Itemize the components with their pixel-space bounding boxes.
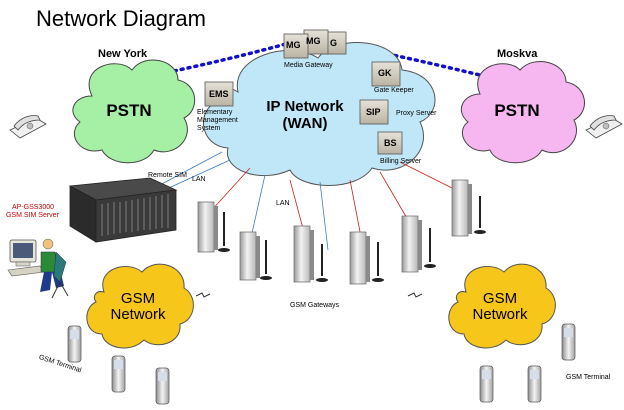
- gsm-gateways-label: GSM Gateways: [290, 302, 340, 309]
- gateway-links: [157, 151, 457, 251]
- lan-label-1: LAN: [192, 176, 206, 183]
- billing-server-label: Billing Server: [380, 158, 422, 165]
- sip-server-box: [359, 99, 389, 125]
- ems-server-box: [204, 81, 234, 107]
- media-gateway-label: Media Gateway: [284, 62, 333, 69]
- mobile-handset-icon: [155, 367, 170, 405]
- mg-box-label-1: MG: [286, 40, 301, 50]
- gsm-left-label-line1: GSM: [120, 290, 156, 307]
- telephone-icon: [9, 115, 47, 139]
- ip-network-wan-label: (WAN): [282, 115, 328, 132]
- ems-description-line1: Elementary: [197, 109, 233, 116]
- city-label-right: Moskva: [497, 48, 538, 60]
- mobile-handset-icon: [527, 365, 542, 403]
- gsm-terminal-right-label: GSM Terminal: [566, 374, 611, 381]
- pstn-cloud-left: [72, 59, 196, 164]
- gsm-gateway-icon: [451, 179, 486, 237]
- gsm-gateway-icon: [349, 231, 384, 285]
- city-label-left: New York: [98, 48, 148, 60]
- remote-sim-label: Remote SIM: [148, 172, 187, 179]
- proxy-server-label: Proxy Server: [396, 110, 437, 117]
- gsm-gateway-icon: [293, 225, 328, 283]
- lan-label-2: LAN: [276, 200, 290, 207]
- gate-keeper-label: Gate Keeper: [374, 87, 414, 94]
- gsm-gateway-icon: [401, 215, 436, 273]
- pstn-cloud-right: [460, 61, 585, 164]
- gsm-left-label-line2: Network: [110, 306, 166, 323]
- sim-server-name-label: GSM SIM Server: [6, 212, 59, 219]
- gk-box-label: GK: [378, 68, 392, 78]
- mg-box-label-2: MG: [306, 36, 321, 46]
- bs-box-label: BS: [384, 138, 397, 148]
- ems-description-line3: System: [197, 125, 221, 132]
- sim-server-rack-icon: [68, 177, 178, 243]
- mobile-handset-icon: [479, 365, 494, 403]
- sip-box-label: SIP: [366, 107, 381, 117]
- operator-workstation-icon: [7, 238, 69, 299]
- ip-network-label: IP Network: [266, 98, 344, 115]
- mobile-handset-icon: [67, 325, 82, 363]
- ems-description-line2: Management: [197, 117, 238, 124]
- ems-box-label: EMS: [209, 89, 229, 99]
- diagram-title: Network Diagram: [36, 6, 206, 31]
- sim-server-model-label: AP-GSS3000: [12, 204, 55, 211]
- gsm-gateway-icon: [239, 231, 272, 281]
- gsm-gateway-icon: [197, 201, 230, 253]
- media-gateway-server-box: [283, 29, 347, 59]
- pstn-right-label: PSTN: [494, 101, 540, 120]
- air-link-mark-left: [195, 292, 211, 298]
- gk-server-box: [371, 61, 401, 87]
- mobile-handset-icon: [111, 355, 126, 393]
- gsm-cloud-left: [86, 263, 194, 349]
- mg-box-label-3: G: [330, 38, 338, 48]
- telephone-icon: [585, 115, 623, 139]
- gsm-right-label-line2: Network: [472, 306, 528, 323]
- mobile-handset-icon: [561, 323, 576, 361]
- gsm-cloud-right: [448, 263, 556, 349]
- pstn-left-label: PSTN: [106, 101, 152, 120]
- air-link-mark-right: [407, 292, 423, 298]
- bs-server-box: [377, 131, 403, 155]
- gsm-right-label-line1: GSM: [482, 290, 518, 307]
